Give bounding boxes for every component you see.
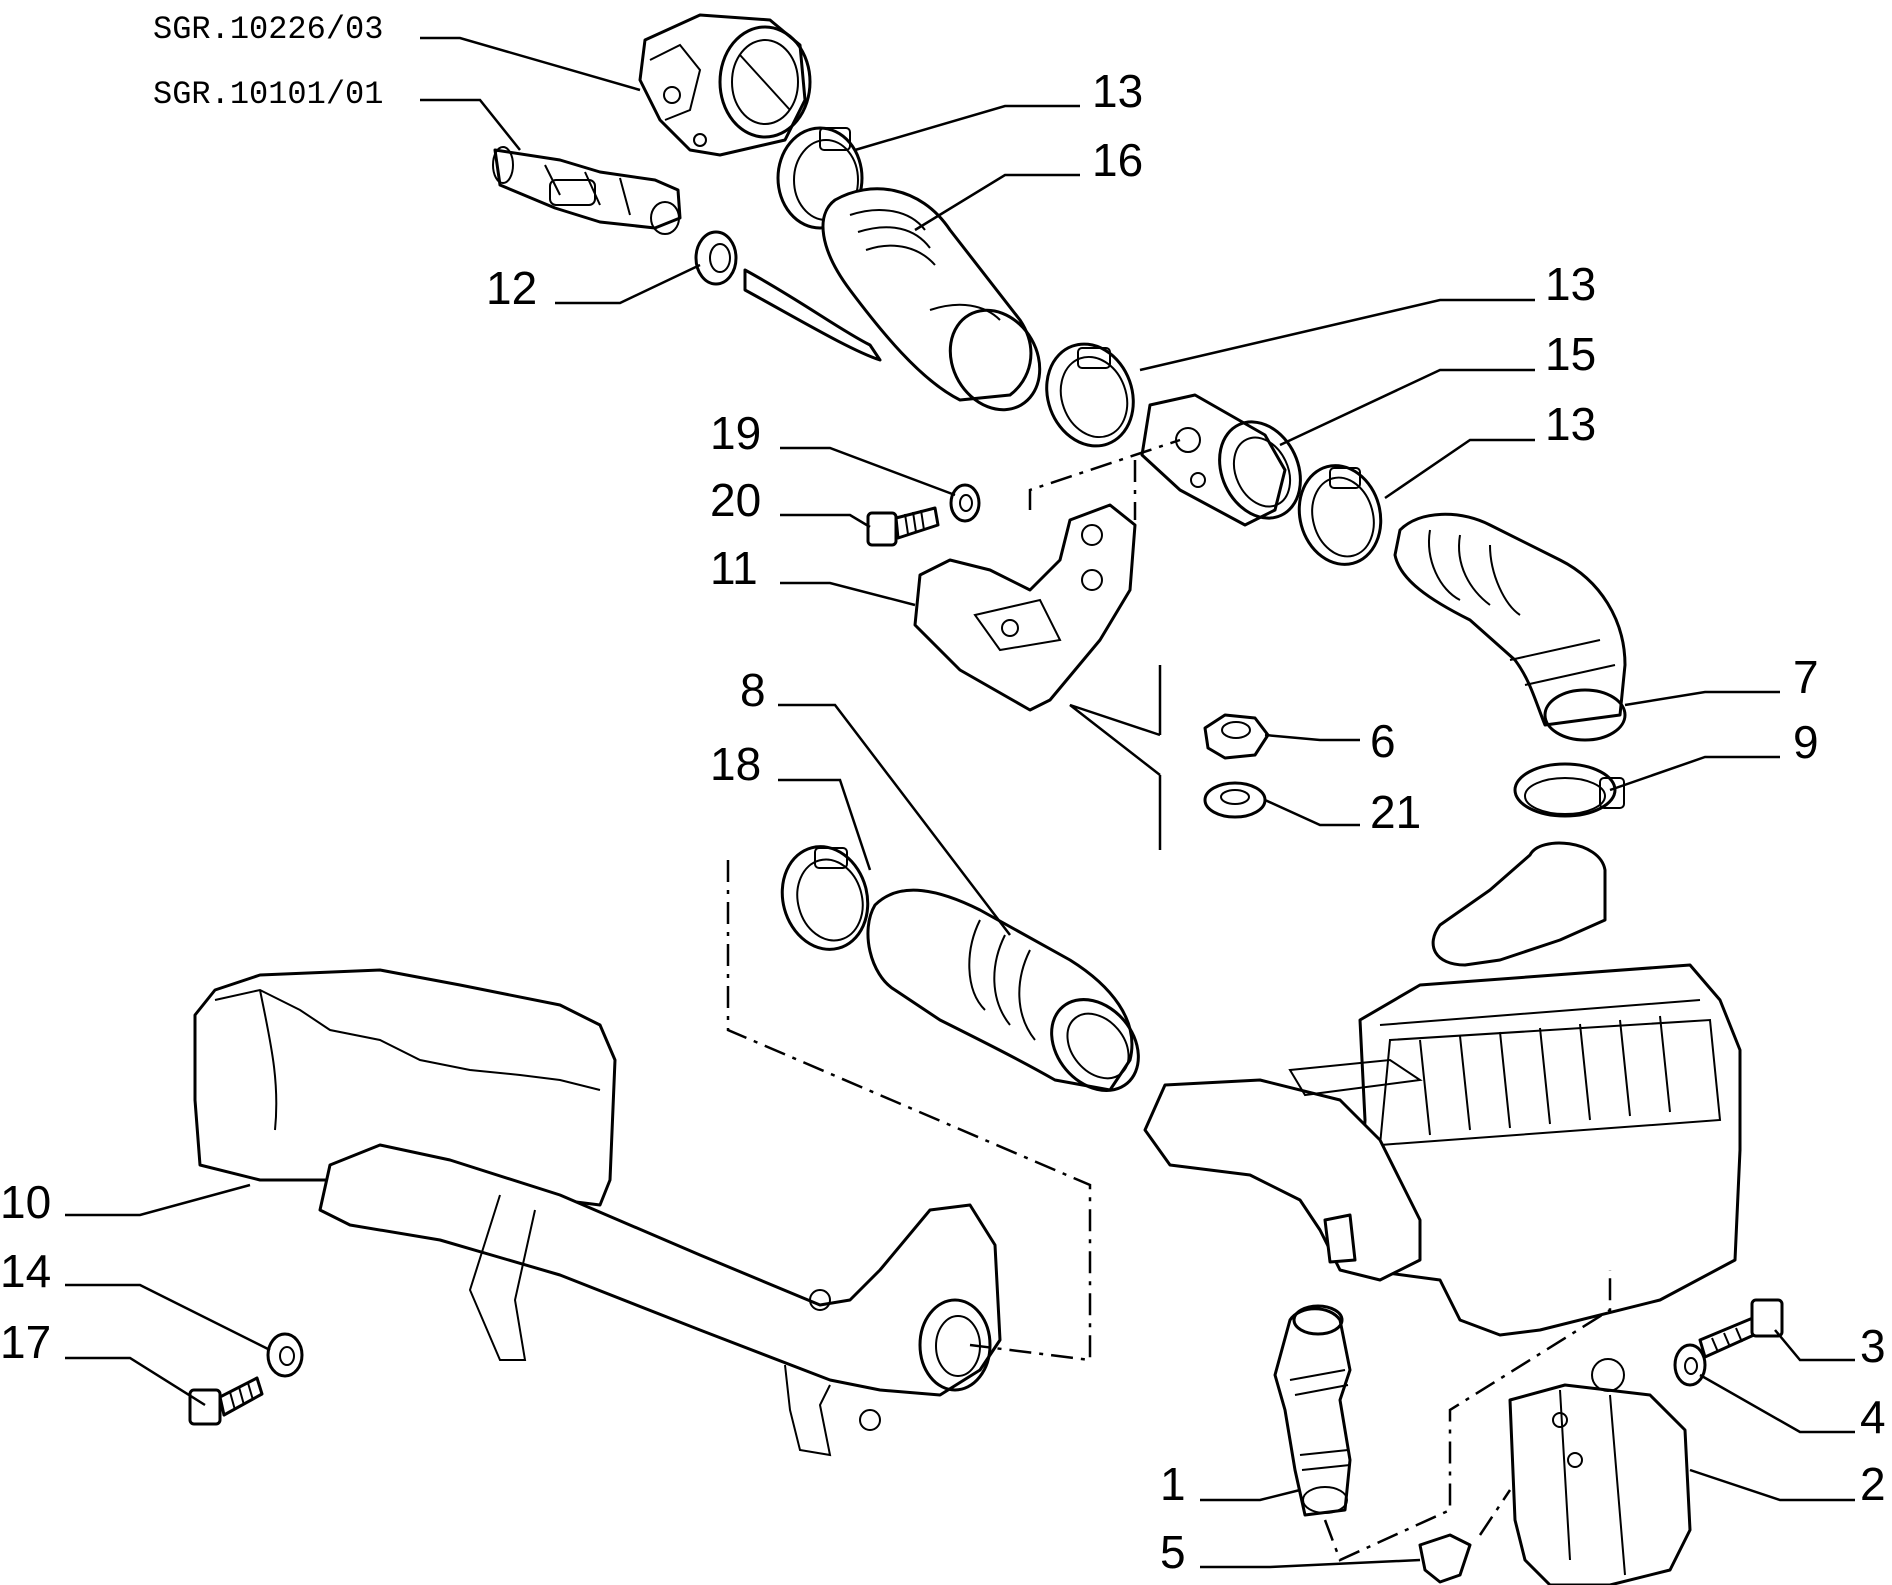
ref-fuel-injector: SGR.10101/01: [153, 76, 383, 113]
leader-lines: [65, 36, 1855, 1569]
callout-11: 11: [710, 542, 758, 594]
bracket-11: [913, 503, 1137, 712]
callout-19: 19: [710, 407, 761, 459]
breather-hose: [743, 268, 882, 362]
ref-throttle-body: SGR.10226/03: [153, 11, 383, 48]
clip-12: [694, 230, 738, 286]
throttle-body: [638, 13, 812, 157]
air-flow-meter-15: [1140, 393, 1302, 527]
bellows-hose-8: [866, 888, 1140, 1092]
breather-pipe-1: [1273, 1304, 1352, 1517]
washer-14: [266, 1332, 304, 1378]
callout-7: 7: [1793, 651, 1819, 703]
nut-6: [1203, 713, 1270, 760]
callout-17: 17: [0, 1316, 51, 1368]
hose-clamp-13-lower: [1297, 464, 1383, 566]
washer-4: [1673, 1343, 1707, 1387]
washer-21: [1203, 781, 1267, 819]
callout-18: 18: [710, 738, 761, 790]
callout-16: 16: [1092, 134, 1143, 186]
callout-15: 15: [1545, 328, 1596, 380]
callout-21: 21: [1370, 786, 1421, 838]
callout-6: 6: [1370, 715, 1396, 767]
hose-clamp-9: [1513, 762, 1625, 818]
callout-14: 14: [0, 1245, 51, 1297]
callout-13: 13: [1545, 398, 1596, 450]
bolt-20: [866, 506, 940, 547]
washer-19: [949, 483, 981, 523]
callout-5: 5: [1160, 1526, 1186, 1578]
fuel-injector: [492, 146, 682, 235]
callout-4: 4: [1860, 1391, 1886, 1443]
reference-labels: SGR.10226/03 SGR.10101/01: [153, 11, 383, 113]
callout-13: 13: [1092, 65, 1143, 117]
grommet-5: [1418, 1533, 1472, 1584]
callout-labels: 13 16 12 13 15 13 19 20 11 7 8 6 9 18 21…: [0, 65, 1886, 1578]
callout-3: 3: [1860, 1320, 1886, 1372]
callout-12: 12: [486, 262, 537, 314]
hose-clamp-18: [780, 845, 870, 951]
resonator-10: [193, 968, 1002, 1457]
hose-clamp-13-middle: [1045, 342, 1135, 448]
callout-1: 1: [1160, 1458, 1186, 1510]
callout-9: 9: [1793, 716, 1819, 768]
intake-hose-16: [821, 187, 1042, 412]
bellows-hose-7: [1393, 512, 1627, 742]
cover-2: [1508, 1358, 1692, 1585]
air-filter-housing: [1143, 841, 1742, 1337]
callout-20: 20: [710, 474, 761, 526]
bolt-17: [188, 1376, 264, 1426]
bolt-3: [1698, 1298, 1784, 1359]
callout-2: 2: [1860, 1458, 1886, 1510]
callout-8: 8: [740, 664, 766, 716]
assembly-lines: [726, 438, 1612, 1562]
callout-13: 13: [1545, 258, 1596, 310]
callout-10: 10: [0, 1176, 51, 1228]
